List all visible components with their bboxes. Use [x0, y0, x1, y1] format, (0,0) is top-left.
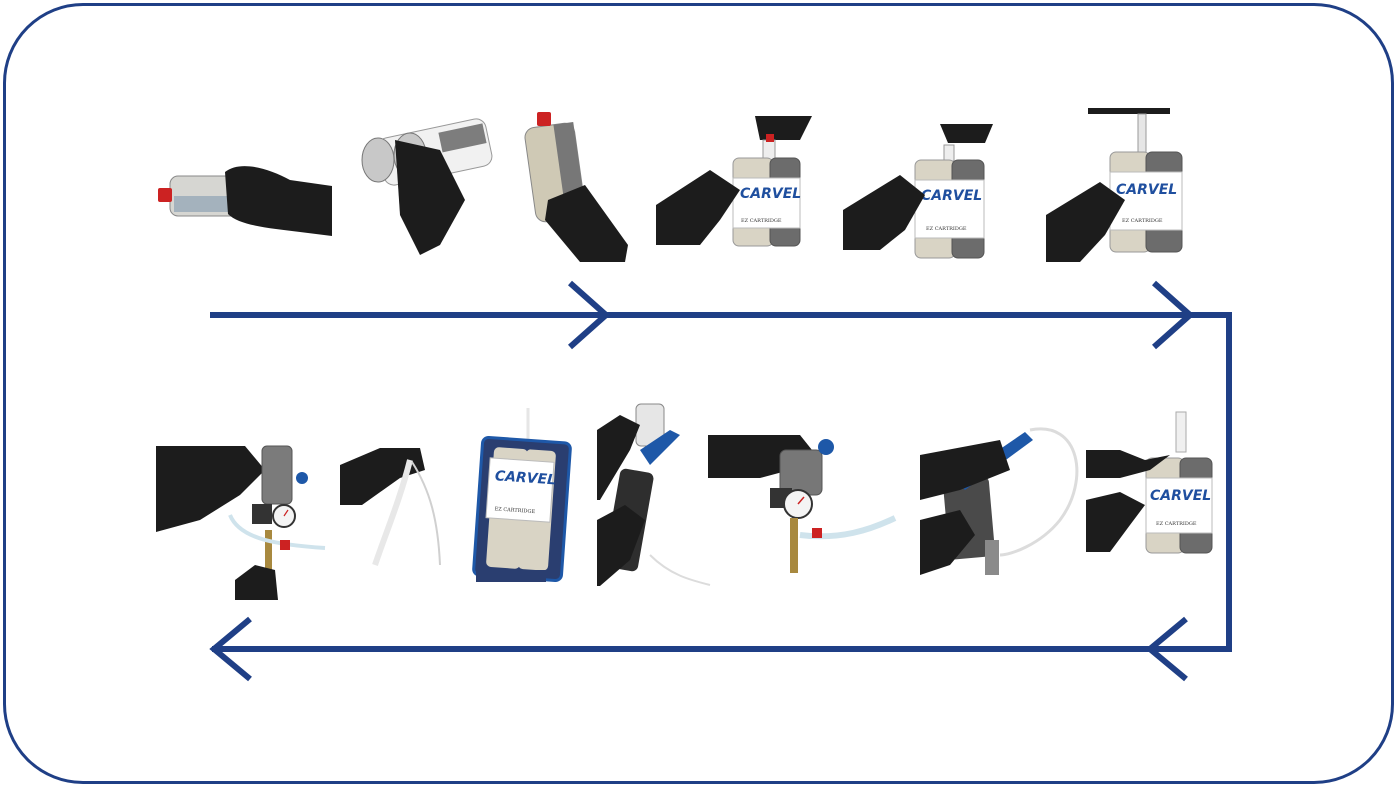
step-12-image: [340, 448, 441, 566]
step-4-image: CARVEL EZ CARTRIDGE: [656, 116, 812, 247]
arrowhead-bottom-left-icon: [209, 616, 252, 682]
glove-hand-icon: [843, 175, 925, 250]
brand-logo-text: CARVEL: [494, 468, 556, 488]
glove-hand-icon: [395, 140, 465, 255]
glove-hand-icon: [940, 124, 993, 143]
step-6-image: CARVEL EZ CARTRIDGE: [1046, 108, 1183, 262]
arrowhead-top-mid-icon: [568, 280, 611, 350]
air-hose-icon: [799, 515, 897, 540]
glove-hand-icon: [656, 170, 740, 245]
air-hose-icon: [228, 514, 326, 550]
glove-hand-icon: [340, 448, 425, 505]
product-label-text: EZ CARTRIDGE: [1156, 521, 1197, 527]
glove-hand-icon: [1086, 492, 1145, 552]
red-cap-icon: [158, 188, 172, 202]
step-3-image: [524, 112, 628, 262]
air-hose-icon: [649, 554, 711, 586]
air-hose-icon: [999, 427, 1079, 557]
product-label-text: EZ CARTRIDGE: [926, 226, 967, 232]
brand-logo-text: CARVEL: [740, 186, 801, 202]
brand-logo-text: CARVEL: [921, 188, 982, 204]
brand-logo-text: CARVEL: [1150, 488, 1211, 504]
product-label-text: EZ CARTRIDGE: [1122, 218, 1163, 224]
arrowhead-bottom-right-icon: [1145, 616, 1188, 682]
glove-hand-icon: [920, 440, 1010, 500]
glove-hand-icon: [545, 185, 628, 262]
glove-hand-icon: [597, 505, 645, 586]
step-5-image: CARVEL EZ CARTRIDGE: [843, 124, 993, 259]
glove-hand-icon: [1046, 182, 1125, 262]
glove-hand-icon: [225, 166, 332, 236]
glove-hand-icon: [235, 565, 278, 600]
step-8-image: [920, 427, 1079, 575]
flow-path: [209, 280, 1232, 682]
step-10-image: [597, 403, 711, 586]
red-cap-icon: [537, 112, 551, 126]
glove-hand-icon: [1086, 450, 1170, 478]
step-7-image: CARVEL EZ CARTRIDGE: [1086, 411, 1213, 554]
product-label-text: EZ CARTRIDGE: [741, 218, 782, 224]
glove-hand-icon: [156, 446, 265, 532]
step-1-image: [158, 166, 332, 236]
glove-hand-icon: [755, 116, 812, 140]
product-label-text: EZ CARTRIDGE: [494, 506, 535, 515]
arrowhead-top-right-icon: [1152, 280, 1195, 350]
step-2-image: [361, 118, 493, 255]
brand-logo-text: CARVEL: [1116, 182, 1177, 198]
step-9-image: [708, 435, 897, 573]
step-11-image: CARVEL EZ CARTRIDGE: [472, 408, 572, 582]
air-hose-icon: [372, 459, 413, 566]
glove-hand-icon: [597, 415, 640, 500]
step-13-image: [156, 445, 326, 600]
rounded-frame: [3, 3, 1394, 784]
glove-hand-icon: [920, 510, 975, 575]
